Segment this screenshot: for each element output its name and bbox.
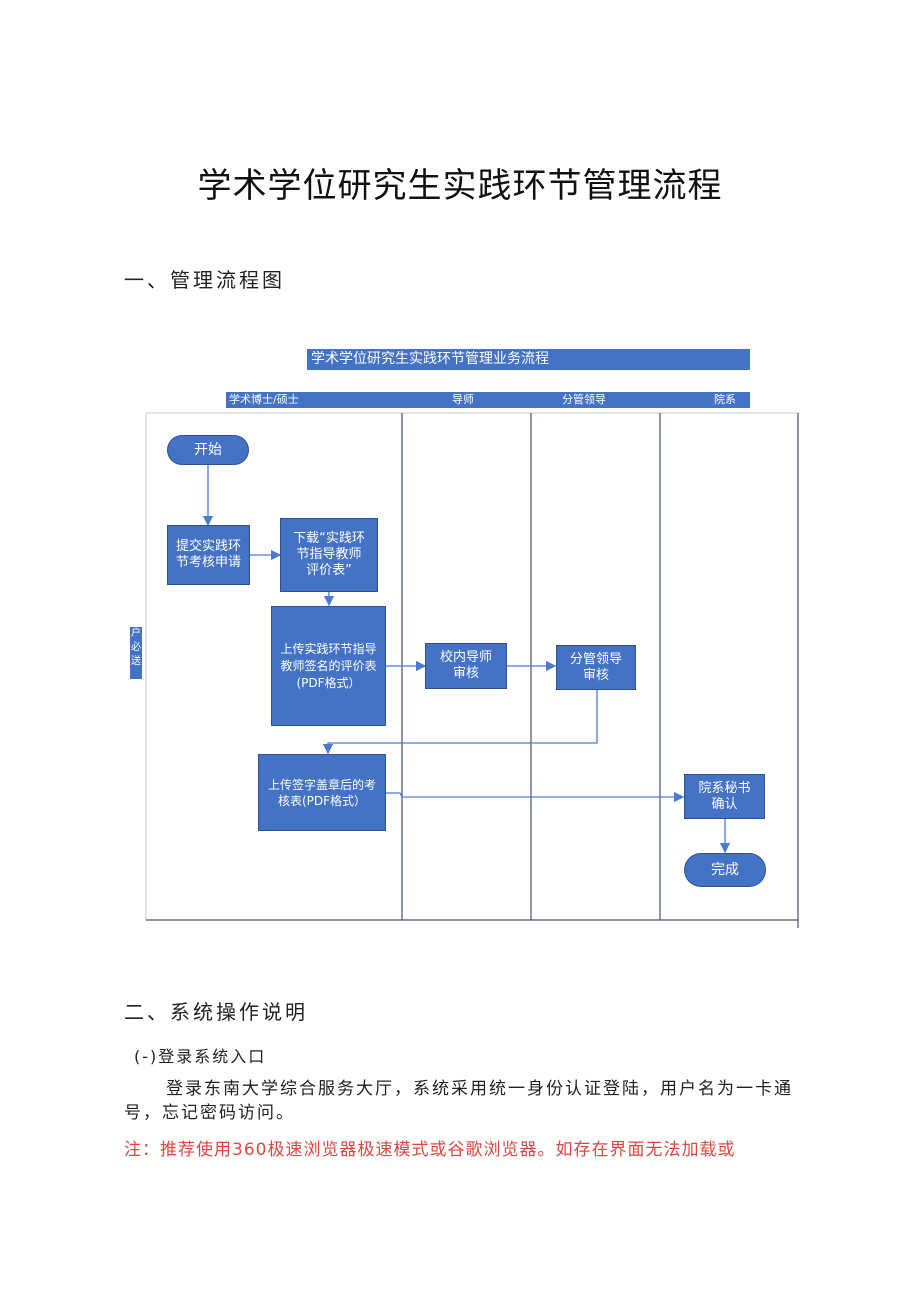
node-submit-label: 提交实践环节考核申请	[175, 539, 241, 570]
node-leader-label: 分管领导审核	[569, 651, 622, 683]
node-upload-evaluation: 上传实践环节指导教师签名的评价表(PDF格式）	[271, 606, 386, 726]
node-start-label: 开始	[194, 442, 222, 458]
lane-label-advisor: 导师	[452, 393, 474, 406]
node-submit-application: 提交实践环节考核申请	[167, 525, 250, 585]
node-advisor-label: 校内导师审核	[439, 650, 492, 681]
node-upload-stamped-label: 上传签字盖章后的考核表(PDF格式）	[267, 777, 376, 808]
node-advisor-review: 校内导师审核	[425, 643, 507, 689]
node-download-form: 下载“实践环节指导教师评价表”	[280, 518, 378, 592]
node-leader-review: 分管领导审核	[556, 645, 636, 690]
lane-label-student: 学术博士/硕士	[229, 393, 299, 406]
node-upload-stamped-form: 上传签字盖章后的考核表(PDF格式）	[258, 754, 386, 831]
node-secretary-confirm: 院系秘书确认	[684, 774, 765, 819]
swimlane-side-tab: 户 必 送	[130, 627, 142, 679]
flowchart-title-bar: 学术学位研究生实践环节管理业务流程	[307, 349, 750, 370]
node-download-label: 下载“实践环节指导教师评价表”	[293, 531, 365, 578]
section-heading-instructions: 二、系统操作说明	[124, 1000, 308, 1024]
section-heading-flowchart: 一、管理流程图	[124, 268, 285, 292]
connector-uploadstamped-secretary	[386, 791, 685, 803]
node-finish-label: 完成	[711, 862, 739, 878]
paragraph-login: 登录东南大学综合服务大厅，系统采用统一身份认证登陆，用户名为一卡通号，忘记密码访…	[124, 1079, 793, 1123]
document-title: 学术学位研究生实践环节管理流程	[197, 166, 723, 206]
node-secretary-label: 院系秘书确认	[698, 780, 751, 812]
subsection-heading-login: (-)登录系统入口	[134, 1047, 267, 1066]
node-upload-label: 上传实践环节指导教师签名的评价表(PDF格式）	[280, 641, 377, 690]
node-finish: 完成	[684, 853, 766, 887]
connector-leader-uploadstamped	[322, 690, 598, 755]
swimlane-header-bar: 学术博士/硕士 导师 分管领导 院系	[226, 392, 750, 408]
lane-label-leader: 分管领导	[562, 393, 606, 406]
lane-label-department: 院系	[714, 393, 736, 406]
node-start: 开始	[167, 435, 249, 465]
browser-note: 注：推荐使用360极速浏览器极速模式或谷歌浏览器。如存在界面无法加载或	[124, 1140, 736, 1160]
